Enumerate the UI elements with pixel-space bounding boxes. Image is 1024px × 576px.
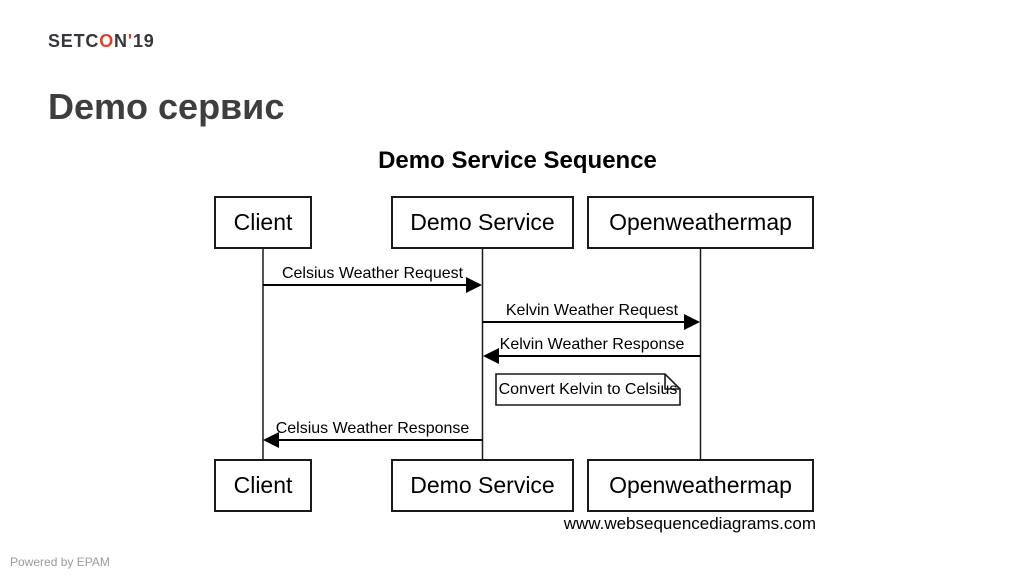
diagram-arrows-layer <box>262 249 702 459</box>
arrowhead-left-icon <box>263 432 279 448</box>
arrowhead-right-icon <box>466 277 482 293</box>
note-box: Convert Kelvin to Celsius <box>495 373 681 406</box>
arrowhead-left-icon <box>483 348 499 364</box>
watermark-text: www.websequencediagrams.com <box>563 514 816 533</box>
actor-box-openweathermap-bottom: Openweathermap <box>587 459 814 512</box>
sequence-diagram: Demo Service Sequence Client Demo Servic… <box>210 145 825 540</box>
actor-box-demo-service-top: Demo Service <box>391 196 574 249</box>
note-outline <box>495 373 681 406</box>
note-fold-icon <box>664 374 680 390</box>
actor-label: Client <box>233 209 293 235</box>
actor-label: Demo Service <box>410 209 555 235</box>
logo-text-setc: SETC <box>48 31 100 51</box>
note-shape-icon <box>495 373 681 406</box>
actor-label: Demo Service <box>410 472 555 498</box>
actor-box-demo-service-bottom: Demo Service <box>391 459 574 512</box>
actor-box-client-top: Client <box>214 196 312 249</box>
actor-label: Openweathermap <box>609 209 792 235</box>
actor-label: Openweathermap <box>609 472 792 498</box>
note-label: Convert Kelvin to Celsius <box>498 380 678 398</box>
slide-title: Demo сервис <box>48 86 285 127</box>
actor-label: Client <box>233 472 293 498</box>
arrowhead-right-icon <box>684 314 700 330</box>
logo-letter-n: N <box>114 31 128 51</box>
logo-letter-o: O <box>99 31 115 51</box>
actor-box-openweathermap-top: Openweathermap <box>587 196 814 249</box>
message-label-celsius-request: Celsius Weather Request <box>281 265 464 282</box>
message-label-kelvin-request: Kelvin Weather Request <box>505 302 679 319</box>
setcon-logo: SETCON'19 <box>48 31 155 52</box>
diagram-title: Demo Service Sequence <box>378 147 657 174</box>
message-label-kelvin-response: Kelvin Weather Response <box>499 336 685 353</box>
logo-year: 19 <box>132 31 155 51</box>
message-label-celsius-response: Celsius Weather Response <box>275 420 470 437</box>
actor-box-client-bottom: Client <box>214 459 312 512</box>
footer-text: Powered by EPAM <box>10 555 110 569</box>
logo-apostrophe: ' <box>127 31 133 51</box>
